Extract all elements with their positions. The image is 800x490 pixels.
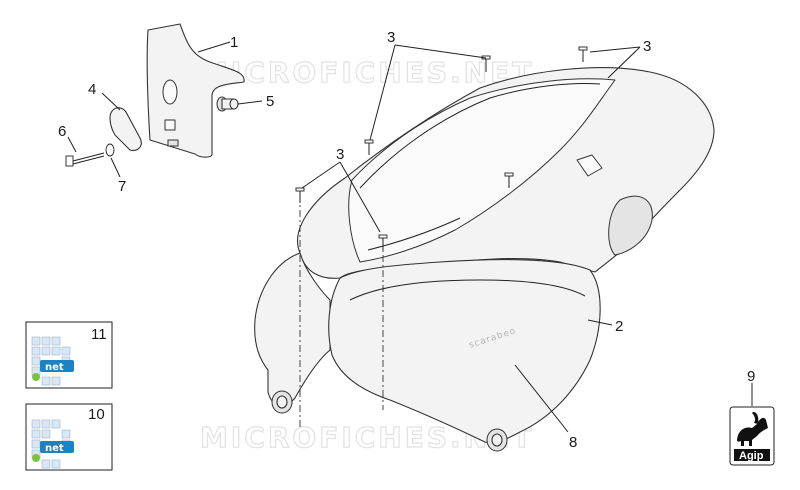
six-legged-dog-icon — [737, 412, 768, 446]
net-logo-text: net — [45, 362, 64, 373]
rubber-grommet — [216, 96, 239, 112]
callout-2: 2 — [615, 318, 623, 335]
rear-body-shell: scarabeo — [254, 67, 715, 452]
sticker-panel-10: 10 net — [25, 403, 113, 471]
screw-icon — [295, 187, 305, 203]
callout-11: 11 — [91, 326, 107, 343]
screw-icon — [578, 46, 588, 62]
screw-icon — [364, 139, 374, 155]
callout-3-top-left: 3 — [387, 29, 395, 46]
callout-1: 1 — [230, 34, 238, 51]
callout-3-top-right: 3 — [643, 38, 651, 55]
bolt-and-washer — [65, 143, 115, 167]
callout-3-middle: 3 — [336, 146, 344, 163]
sticker-panel-11: 11 net — [25, 321, 113, 389]
callout-4: 4 — [88, 81, 96, 98]
net-logo-text: net — [45, 443, 64, 454]
leader-lines — [67, 41, 753, 433]
callout-6: 6 — [58, 123, 66, 140]
small-bracket — [109, 107, 142, 151]
net-sticker-graphic: net — [31, 336, 74, 386]
side-bracket — [146, 23, 245, 158]
callout-5: 5 — [266, 93, 274, 110]
screw-icon — [504, 172, 514, 188]
callout-9: 9 — [747, 368, 755, 385]
agip-decal: Agip — [729, 406, 775, 466]
agip-text: Agip — [739, 450, 764, 462]
callout-8: 8 — [569, 434, 577, 451]
callout-10: 10 — [88, 406, 105, 423]
callout-7: 7 — [118, 178, 126, 195]
watermark-top: MICROFICHES.NET — [200, 56, 534, 89]
screw-icon — [378, 234, 388, 250]
net-sticker-graphic: net — [31, 419, 74, 469]
